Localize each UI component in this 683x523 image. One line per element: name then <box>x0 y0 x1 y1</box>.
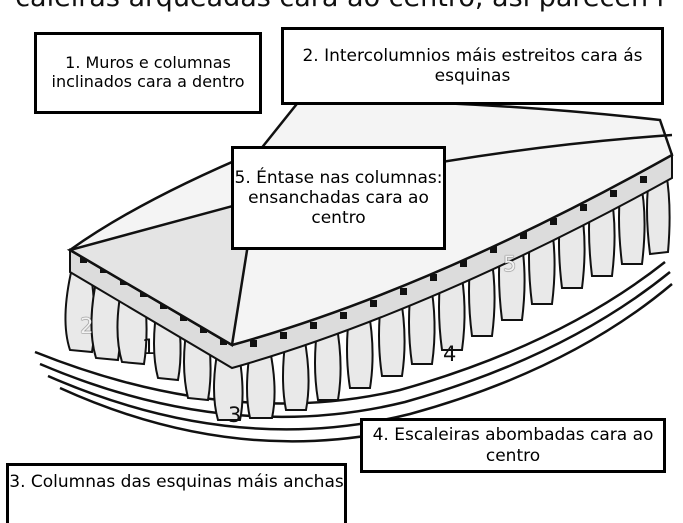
column-row <box>64 171 671 421</box>
label-box-5: 5. Éntase nas columnas: ensanchadas cara… <box>231 146 446 250</box>
label-box-4: 4. Escaleiras abombadas cara ao centro <box>360 418 666 473</box>
label-text-5: 5. Éntase nas columnas: ensanchadas cara… <box>234 167 443 229</box>
marker-1: 1 <box>142 335 156 359</box>
cropped-header-text: caleiras arqueadas cara ao centro, así p… <box>0 0 683 13</box>
label-text-3: 3. Columnas das esquinas máis anchas <box>9 472 344 492</box>
label-text-1: 1. Muros e columnas inclinados cara a de… <box>51 53 245 91</box>
marker-4: 4 <box>443 342 457 366</box>
label-text-2: 2. Intercolumnios máis estreitos cara ás… <box>302 45 643 86</box>
marker-3: 3 <box>228 403 242 427</box>
marker-2: 2 <box>80 314 94 338</box>
label-box-1: 1. Muros e columnas inclinados cara a de… <box>34 32 262 114</box>
label-box-3: 3. Columnas das esquinas máis anchas <box>6 463 347 523</box>
label-box-2: 2. Intercolumnios máis estreitos cara ás… <box>281 27 664 105</box>
label-text-4: 4. Escaleiras abombadas cara ao centro <box>372 425 654 466</box>
temple-illustration <box>34 98 674 443</box>
marker-5: 5 <box>503 252 517 276</box>
